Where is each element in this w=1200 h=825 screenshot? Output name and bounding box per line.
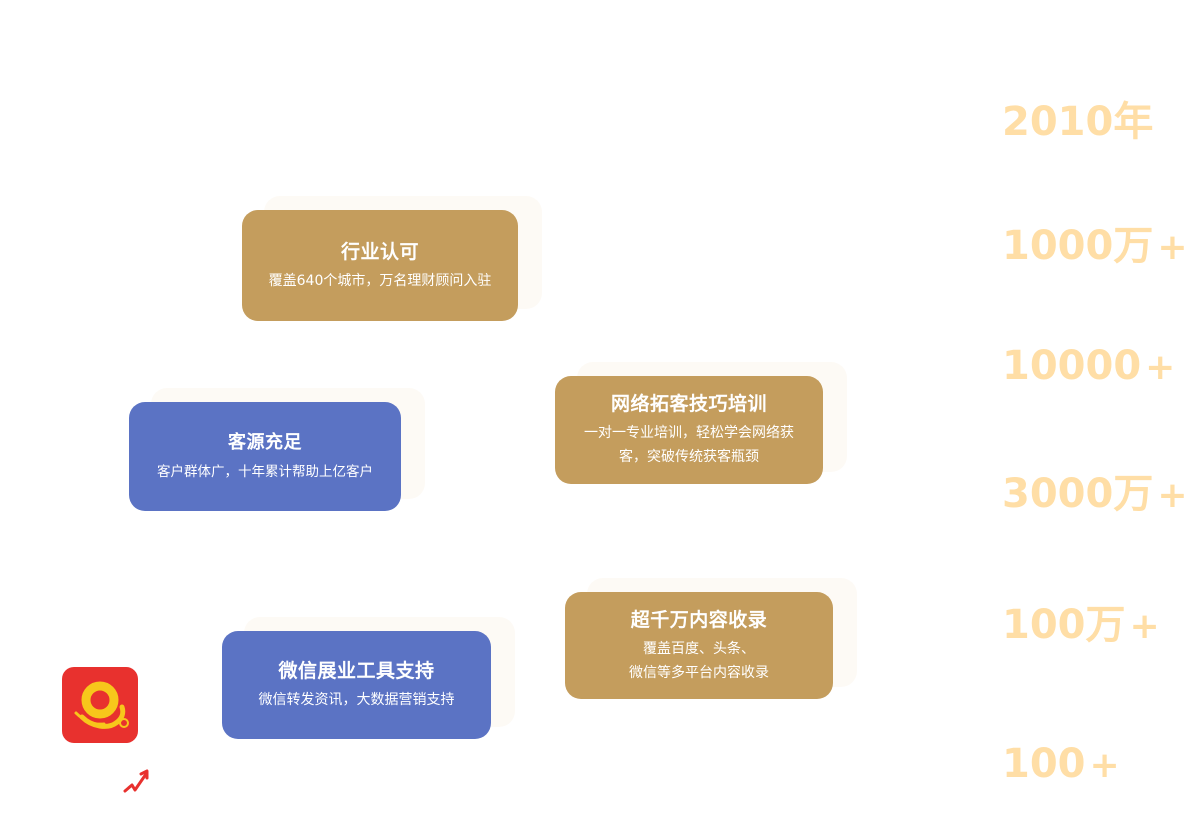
- card-title: 行业认可: [340, 240, 419, 263]
- app-logo-icon: [62, 667, 138, 743]
- stat-value: 1000万: [1002, 223, 1154, 269]
- stat-value: 2010年: [1002, 99, 1154, 145]
- card-description: 覆盖640个城市，万名理财顾问入驻: [268, 272, 492, 289]
- card-network-training: 网络拓客技巧培训 一对一专业培训，轻松学会网络获 客，突破传统获客瓶颈: [555, 362, 847, 484]
- card-title: 客源充足: [228, 431, 302, 453]
- stat-one-million: 100万+: [1002, 601, 1160, 651]
- card-description-line: 客，突破传统获客瓶颈: [619, 449, 759, 465]
- trend-up-icon: [123, 769, 149, 793]
- card-description: 一对一专业培训，轻松学会网络获 客，突破传统获客瓶颈: [584, 421, 794, 469]
- stat-value: 100万: [1002, 602, 1126, 648]
- card-description-line: 微信等多平台内容收录: [629, 664, 769, 681]
- card-description: 客户群体广，十年累计帮助上亿客户: [157, 463, 373, 480]
- card-description-line: 一对一专业培训，轻松学会网络获: [584, 425, 794, 441]
- stat-plus: +: [1129, 606, 1160, 647]
- stat-plus: +: [1157, 475, 1188, 516]
- card-description: 覆盖百度、头条、 微信等多平台内容收录: [629, 637, 769, 685]
- card-description-line: 覆盖百度、头条、: [643, 640, 755, 657]
- stat-ten-thousand: 10000+: [1002, 342, 1175, 392]
- card-content-indexing: 超千万内容收录 覆盖百度、头条、 微信等多平台内容收录: [565, 578, 857, 699]
- card-ample-clients: 客源充足 客户群体广，十年累计帮助上亿客户: [129, 388, 425, 511]
- stat-thirty-million: 3000万+: [1002, 470, 1188, 520]
- card-industry-recognition: 行业认可 覆盖640个城市，万名理财顾问入驻: [242, 196, 542, 321]
- stat-plus: +: [1089, 745, 1120, 786]
- stat-hundred: 100+: [1002, 740, 1120, 790]
- stat-year: 2010年: [1002, 98, 1157, 148]
- stat-ten-million: 1000万+: [1002, 222, 1188, 272]
- card-title: 网络拓客技巧培训: [610, 393, 767, 415]
- stat-value: 3000万: [1002, 471, 1154, 517]
- stat-value: 10000: [1002, 343, 1142, 389]
- card-title: 超千万内容收录: [630, 608, 768, 631]
- card-description: 微信转发资讯，大数据营销支持: [258, 692, 455, 708]
- card-wechat-tools: 微信展业工具支持 微信转发资讯，大数据营销支持: [222, 617, 515, 739]
- stat-plus: +: [1145, 347, 1176, 388]
- stat-plus: +: [1157, 227, 1188, 268]
- app-logo-mark: [74, 681, 129, 729]
- stat-value: 100: [1002, 741, 1086, 787]
- card-title: 微信展业工具支持: [278, 660, 435, 682]
